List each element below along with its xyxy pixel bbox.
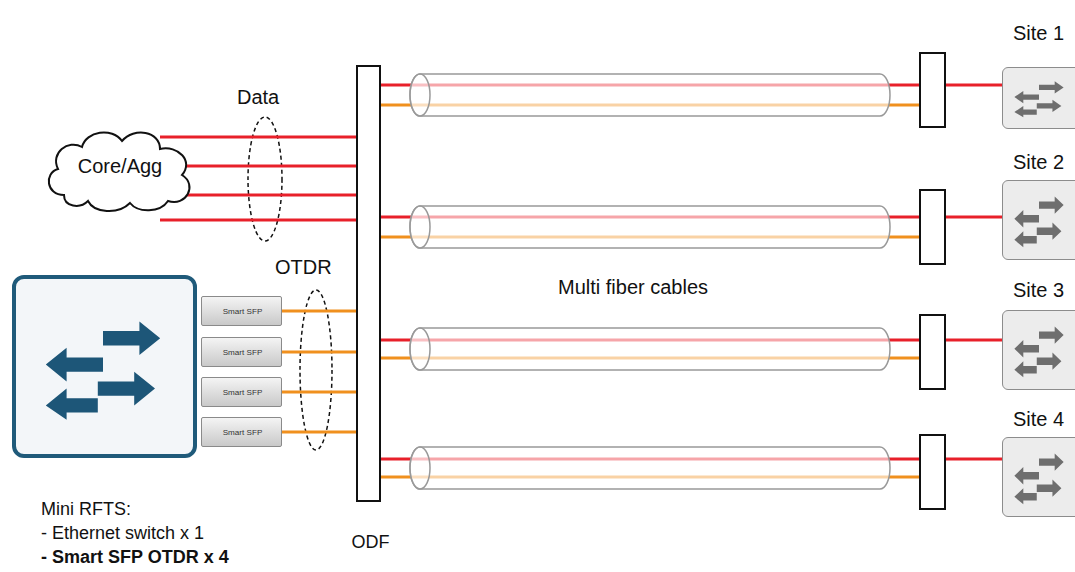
sfp-label: Smart SFP	[202, 297, 283, 327]
switch-arrows	[1011, 76, 1067, 120]
site-switch: Site 2	[1002, 180, 1075, 260]
switch-icon	[1011, 76, 1067, 120]
odf-panel: ODF	[356, 65, 381, 502]
switch-arrows	[1011, 319, 1067, 381]
fiber-link	[160, 136, 356, 139]
switch-arrows	[38, 307, 168, 427]
sfp-label: Smart SFP	[202, 338, 283, 368]
switch-icon	[1011, 446, 1067, 508]
patch-panels	[920, 53, 945, 509]
smart-sfp: Smart SFP	[201, 417, 282, 447]
switch-arrows	[1011, 189, 1067, 251]
fiber-link	[160, 194, 356, 197]
smart-sfp: Smart SFP	[201, 337, 282, 367]
node-label: ODF	[348, 532, 393, 553]
node-label: Site 3	[1013, 279, 1064, 302]
site-switch: Site 4	[1002, 437, 1075, 517]
sfp-label: Smart SFP	[202, 378, 283, 408]
site-switch: Site 1	[1002, 67, 1075, 129]
legend-note: Mini RFTS:	[41, 499, 131, 520]
node-label: Site 2	[1013, 151, 1064, 174]
fiber-link	[282, 431, 356, 434]
group-label: Data	[237, 86, 279, 109]
fiber-link	[160, 219, 356, 222]
orange-fibers	[381, 105, 920, 477]
group-label: OTDR	[275, 256, 332, 279]
fiber-link	[282, 391, 356, 394]
site-switch: Site 3	[1002, 310, 1075, 390]
switch-icon	[1011, 319, 1067, 381]
sfp-label: Smart SFP	[202, 418, 283, 448]
legend-note: - Ethernet switch x 1	[41, 523, 204, 544]
fiber-link	[160, 165, 356, 168]
cloud: Core/Agg	[42, 125, 198, 213]
node-label: Site 1	[1013, 22, 1064, 45]
cable-label: Multi fiber cables	[558, 276, 708, 299]
node-label: Core/Agg	[42, 155, 198, 178]
fiber-link	[282, 310, 356, 313]
switch-icon	[1011, 189, 1067, 251]
smart-sfp: Smart SFP	[201, 296, 282, 326]
legend-note: - Smart SFP OTDR x 4	[41, 547, 229, 568]
switch-arrows	[1011, 446, 1067, 508]
fiber-link	[282, 351, 356, 354]
ethernet-switch: Mini RFTS:- Ethernet switch x 1- Smart S…	[12, 275, 197, 458]
switch-icon	[38, 307, 168, 427]
node-label: Site 4	[1013, 408, 1064, 431]
smart-sfp: Smart SFP	[201, 377, 282, 407]
